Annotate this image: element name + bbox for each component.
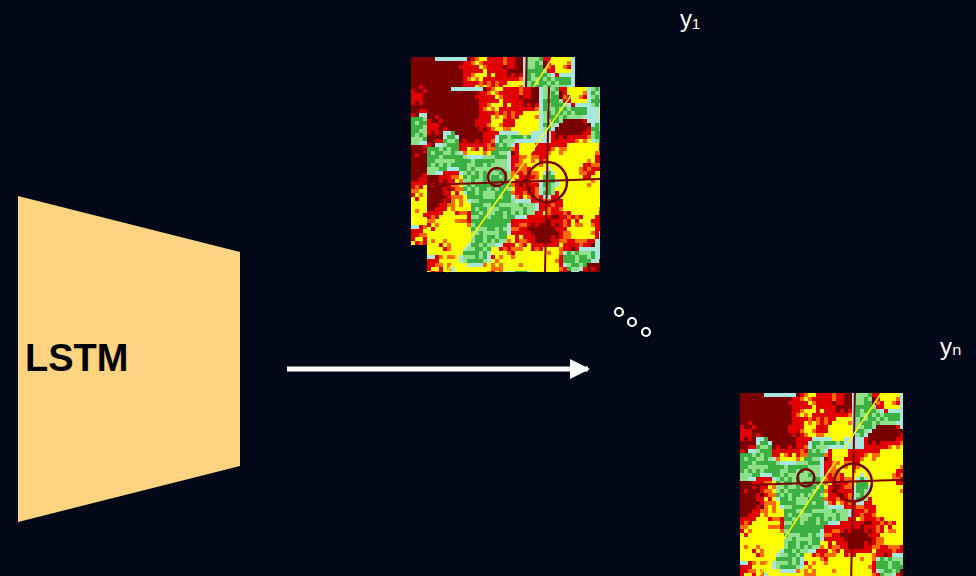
- block-label: LSTM: [25, 338, 128, 380]
- land-cover-map: [411, 57, 575, 245]
- land-cover-map: [427, 87, 600, 272]
- output-label: y₁: [680, 6, 700, 32]
- flow-arrow: [287, 367, 588, 372]
- land-cover-map: [740, 393, 903, 576]
- output-label: yₙ: [940, 334, 962, 360]
- ellipsis-dots: [615, 308, 650, 336]
- lstm-block: LSTM: [18, 196, 240, 522]
